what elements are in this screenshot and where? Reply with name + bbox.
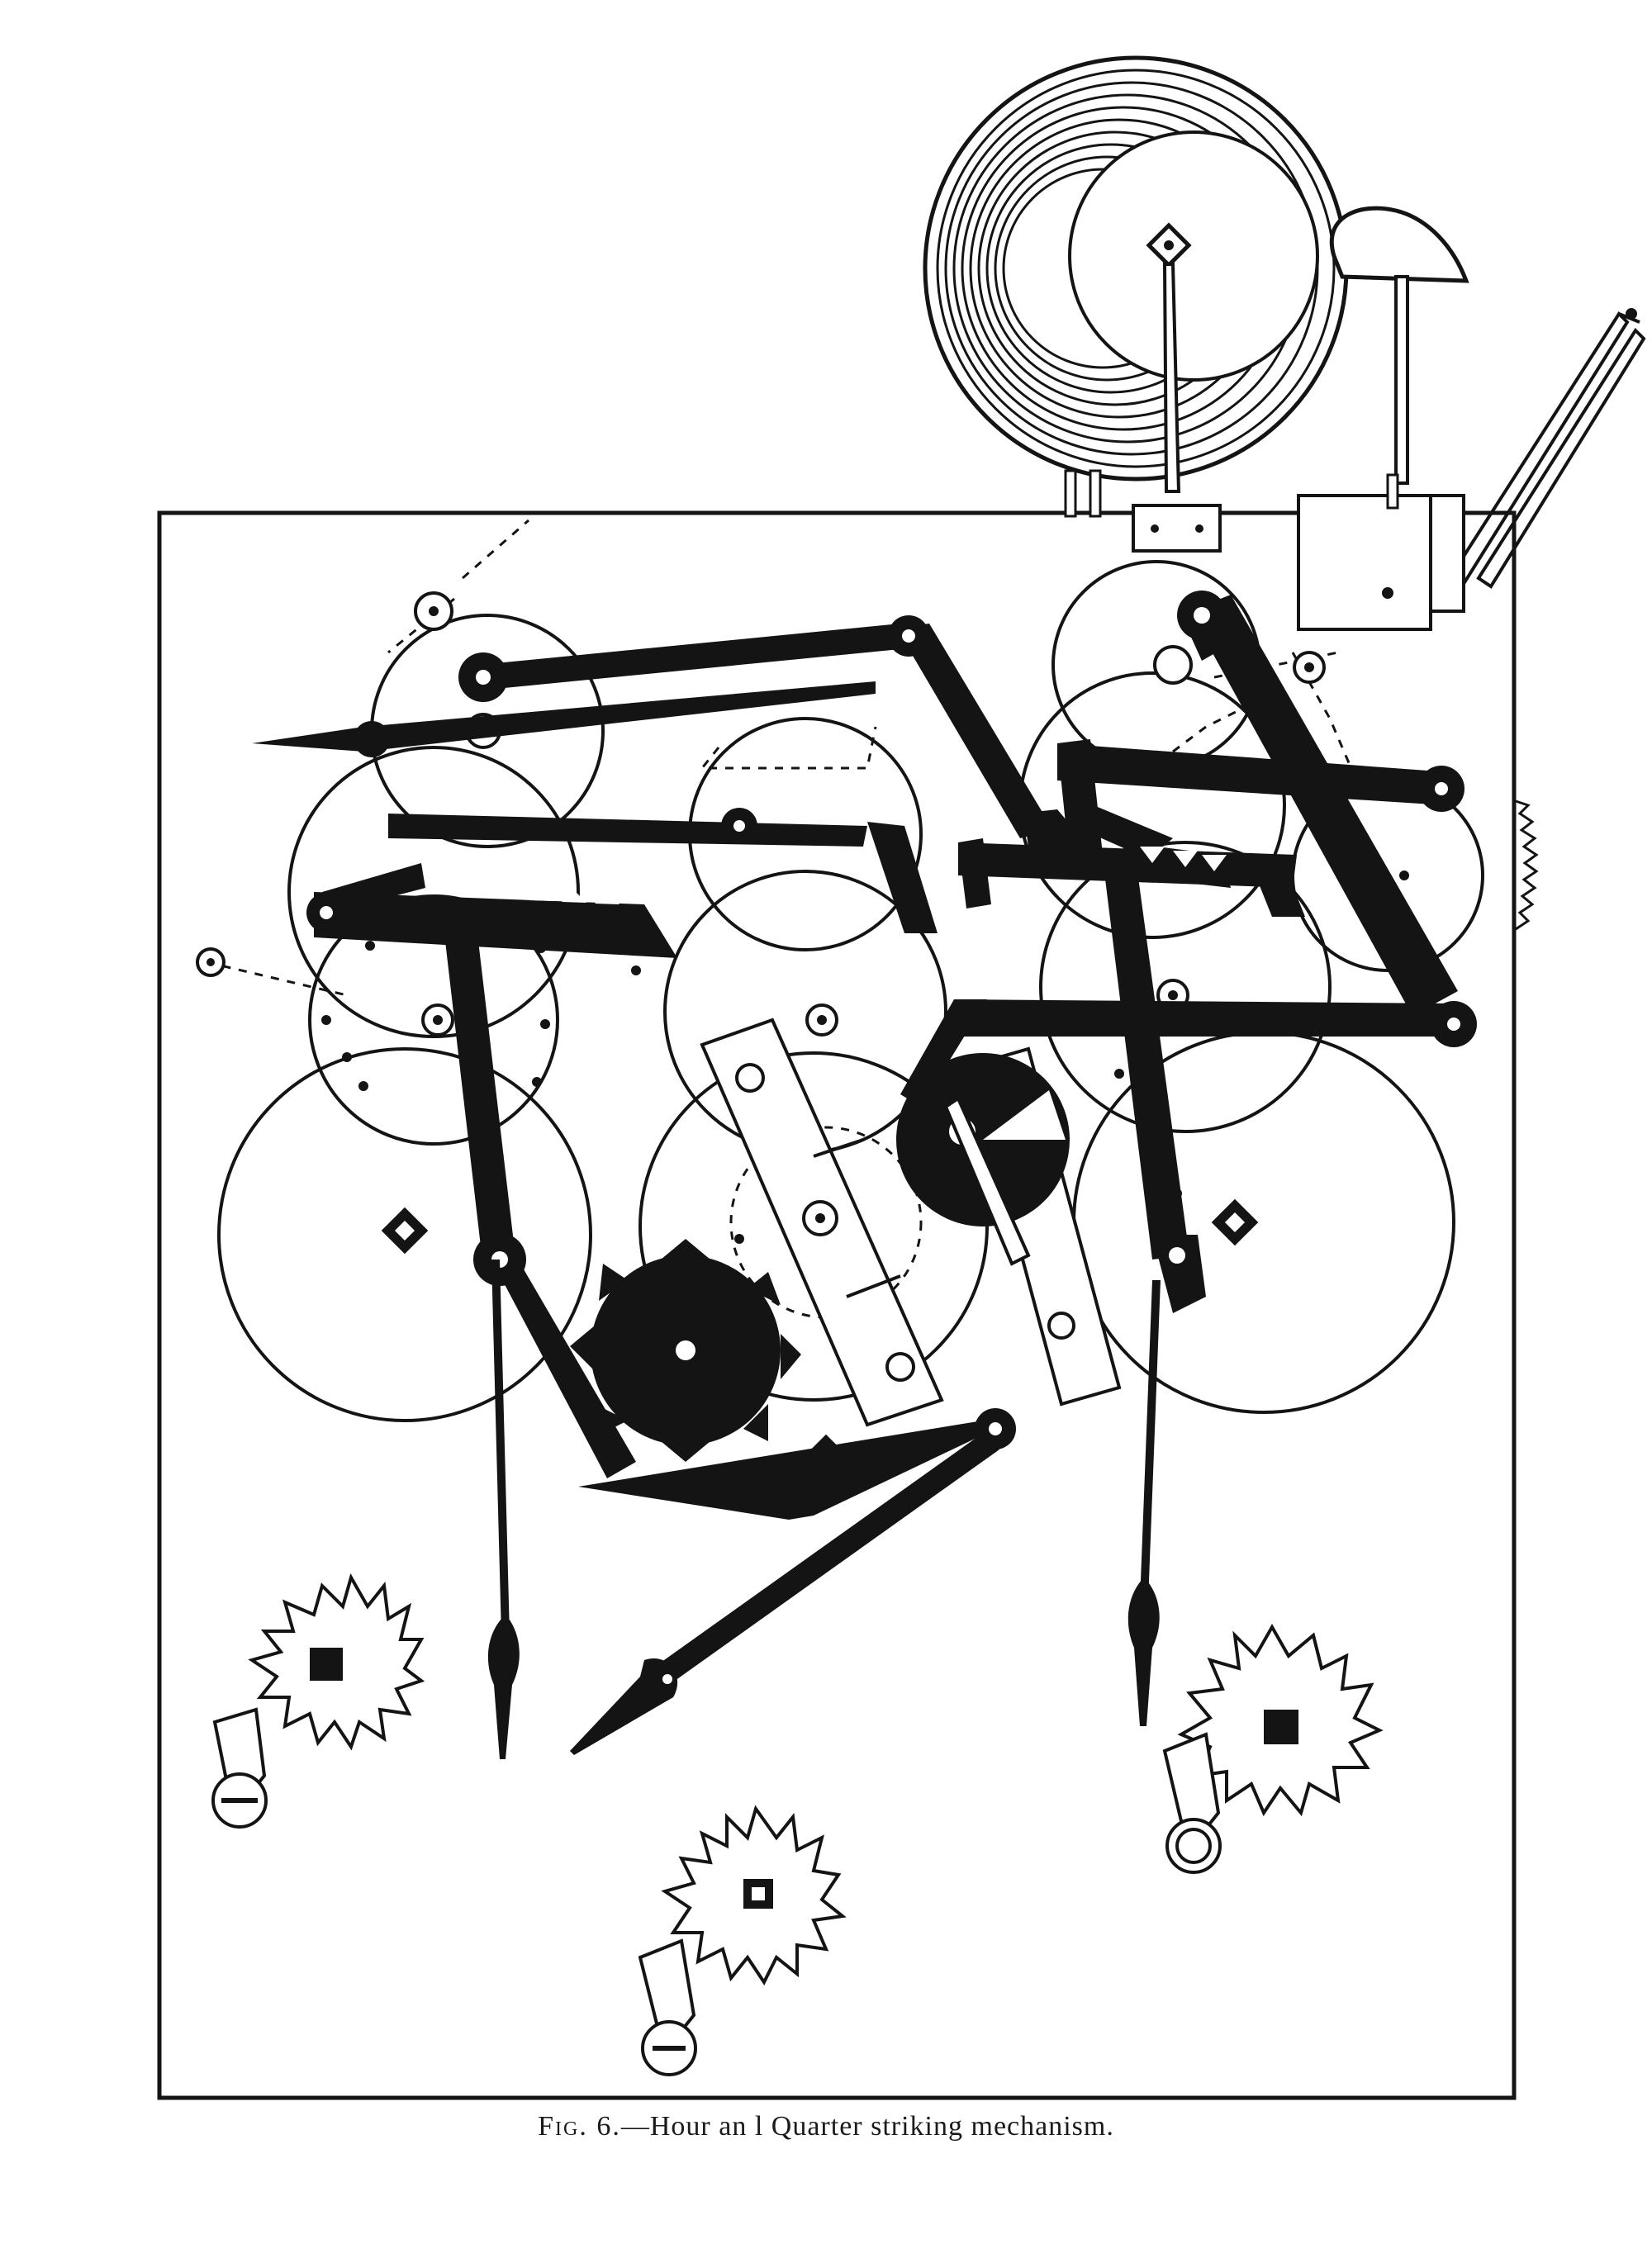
rack-teeth bbox=[463, 885, 620, 904]
barrel-clamp bbox=[1132, 504, 1222, 553]
bell-hammer-rod bbox=[1394, 275, 1409, 485]
pawl-bottom bbox=[638, 1938, 697, 2076]
right-bracket bbox=[1297, 494, 1432, 631]
bell-hammer-head bbox=[1329, 206, 1469, 283]
pawl-left bbox=[211, 1707, 268, 1829]
barrel-stem bbox=[1162, 263, 1181, 493]
hammer-rods bbox=[487, 1260, 1161, 1759]
right-edge-teeth bbox=[1515, 799, 1539, 931]
figure-caption: Fig. 6.—Hour an l Quarter striking mecha… bbox=[0, 2111, 1652, 2142]
pawl-right bbox=[1162, 1732, 1222, 1874]
caption-text: Hour an l Quarter striking mechanism. bbox=[649, 2111, 1114, 2142]
figure-label: Fig. 6. bbox=[538, 2111, 621, 2142]
caption-separator: — bbox=[620, 2111, 650, 2142]
star-wheel bbox=[570, 1239, 801, 1462]
movement-plate bbox=[157, 510, 1517, 2100]
top-right-rods bbox=[1447, 308, 1646, 589]
diagonal-hammer-arm bbox=[570, 1408, 1016, 1755]
barrel-inner-blank bbox=[1068, 130, 1319, 382]
